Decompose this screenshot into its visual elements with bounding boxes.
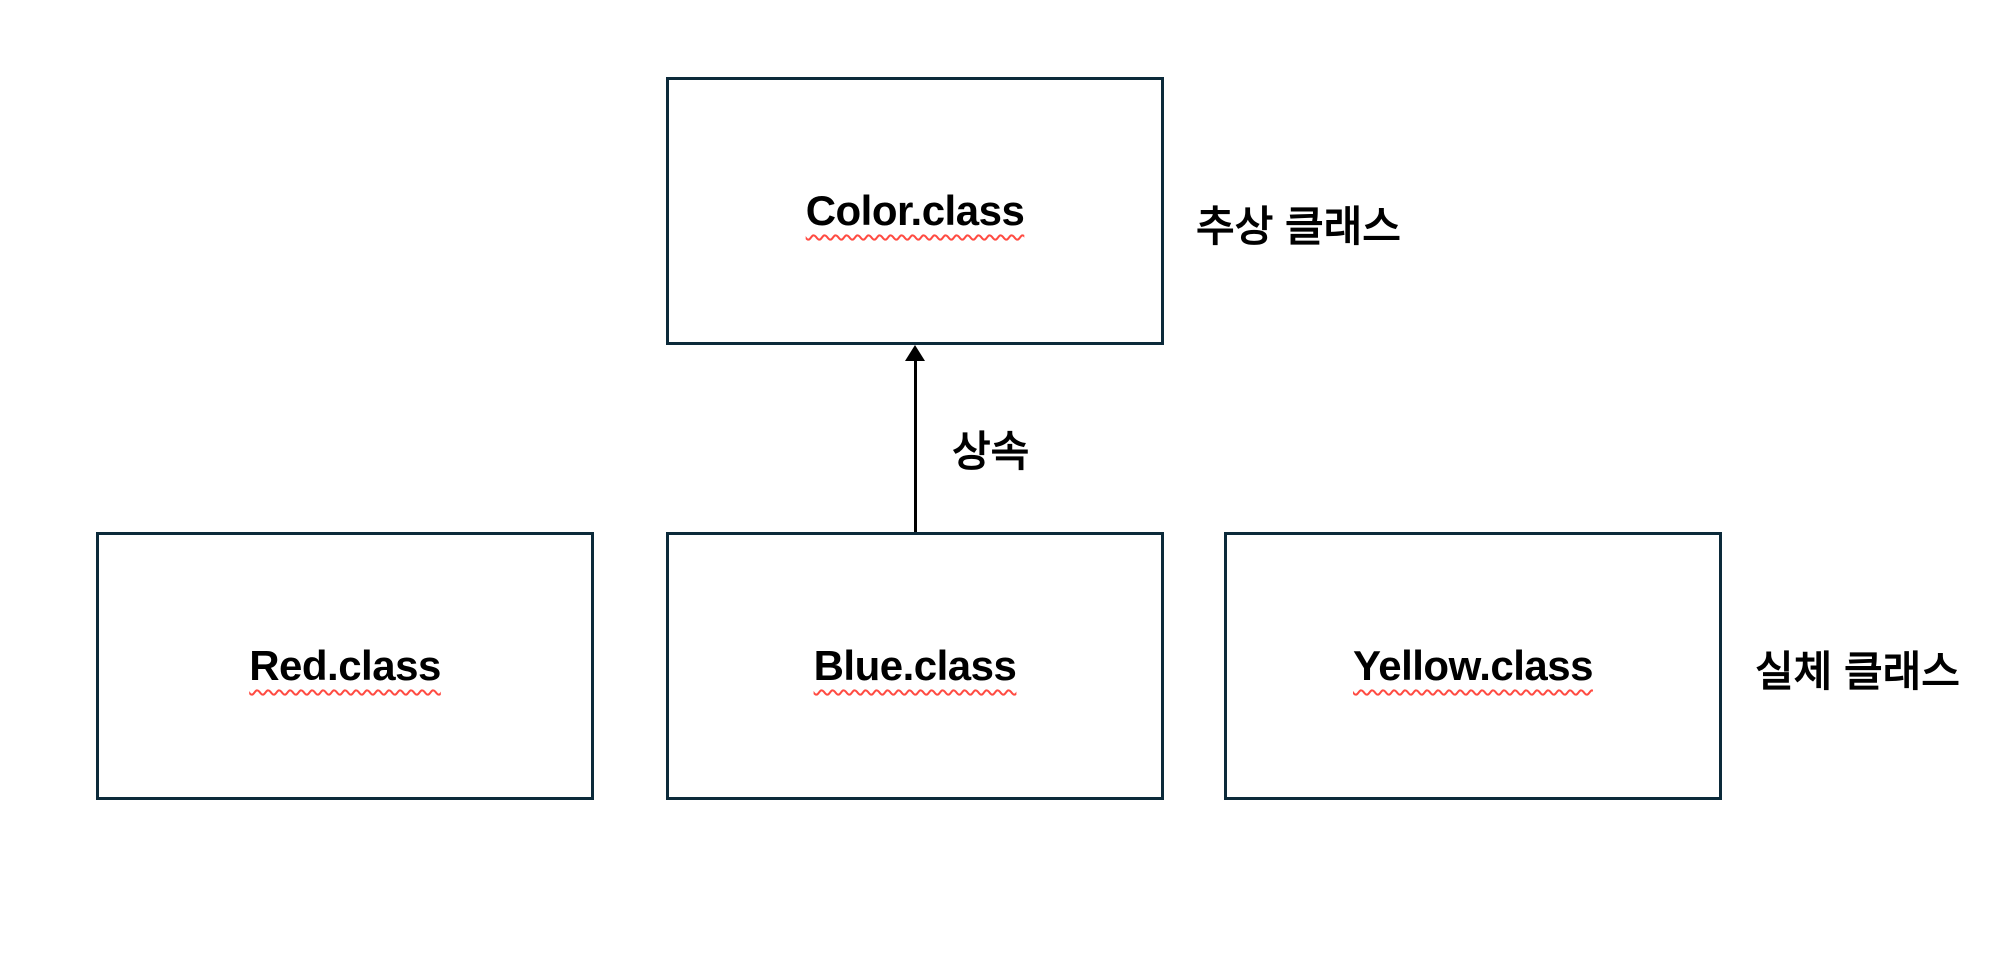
inheritance-arrow-line: [914, 359, 917, 533]
class-box-color: Color.class: [666, 77, 1164, 345]
class-box-yellow-label: Yellow.class: [1353, 642, 1593, 689]
class-box-red-label: Red.class: [249, 642, 441, 689]
class-box-blue: Blue.class: [666, 532, 1164, 800]
class-box-color-label: Color.class: [805, 187, 1025, 234]
concrete-class-annotation: 실체 클래스: [1755, 648, 1960, 695]
class-box-red: Red.class: [96, 532, 594, 800]
arrow-up-icon: [905, 345, 925, 361]
inheritance-label: 상속: [952, 428, 1030, 475]
abstract-class-annotation: 추상 클래스: [1196, 203, 1401, 250]
class-box-blue-label: Blue.class: [813, 642, 1017, 689]
class-box-yellow: Yellow.class: [1224, 532, 1722, 800]
